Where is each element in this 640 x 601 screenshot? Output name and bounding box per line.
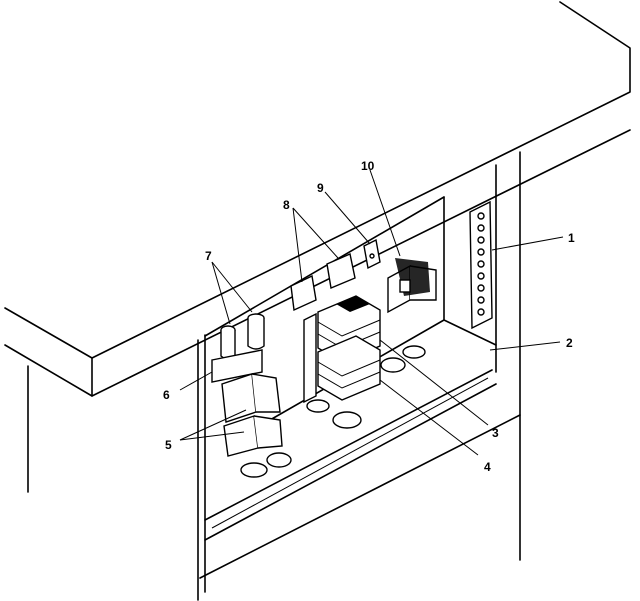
callout-2: 2	[566, 336, 573, 350]
callout-4: 4	[484, 460, 491, 474]
transformer	[387, 258, 437, 314]
callout-1: 1	[568, 231, 575, 245]
callout-8: 8	[283, 198, 290, 212]
floor-knockout-holes	[240, 345, 426, 478]
contactors	[221, 373, 283, 457]
leader-lines	[179, 169, 564, 456]
callout-5: 5	[165, 438, 172, 452]
callout-7: 7	[205, 249, 212, 263]
capacitor-bracket	[211, 349, 263, 383]
relays	[290, 253, 356, 312]
cabinet-outline	[4, 1, 631, 601]
callout-9: 9	[317, 181, 324, 195]
callout-6: 6	[163, 388, 170, 402]
callout-3: 3	[492, 426, 499, 440]
callout-labels: 1 2 3 4 5 6 7 8 9 10	[163, 159, 575, 474]
terminal-strip	[469, 200, 493, 330]
callout-10: 10	[361, 159, 375, 173]
small-relay	[363, 238, 381, 270]
stacked-relays	[303, 295, 381, 404]
